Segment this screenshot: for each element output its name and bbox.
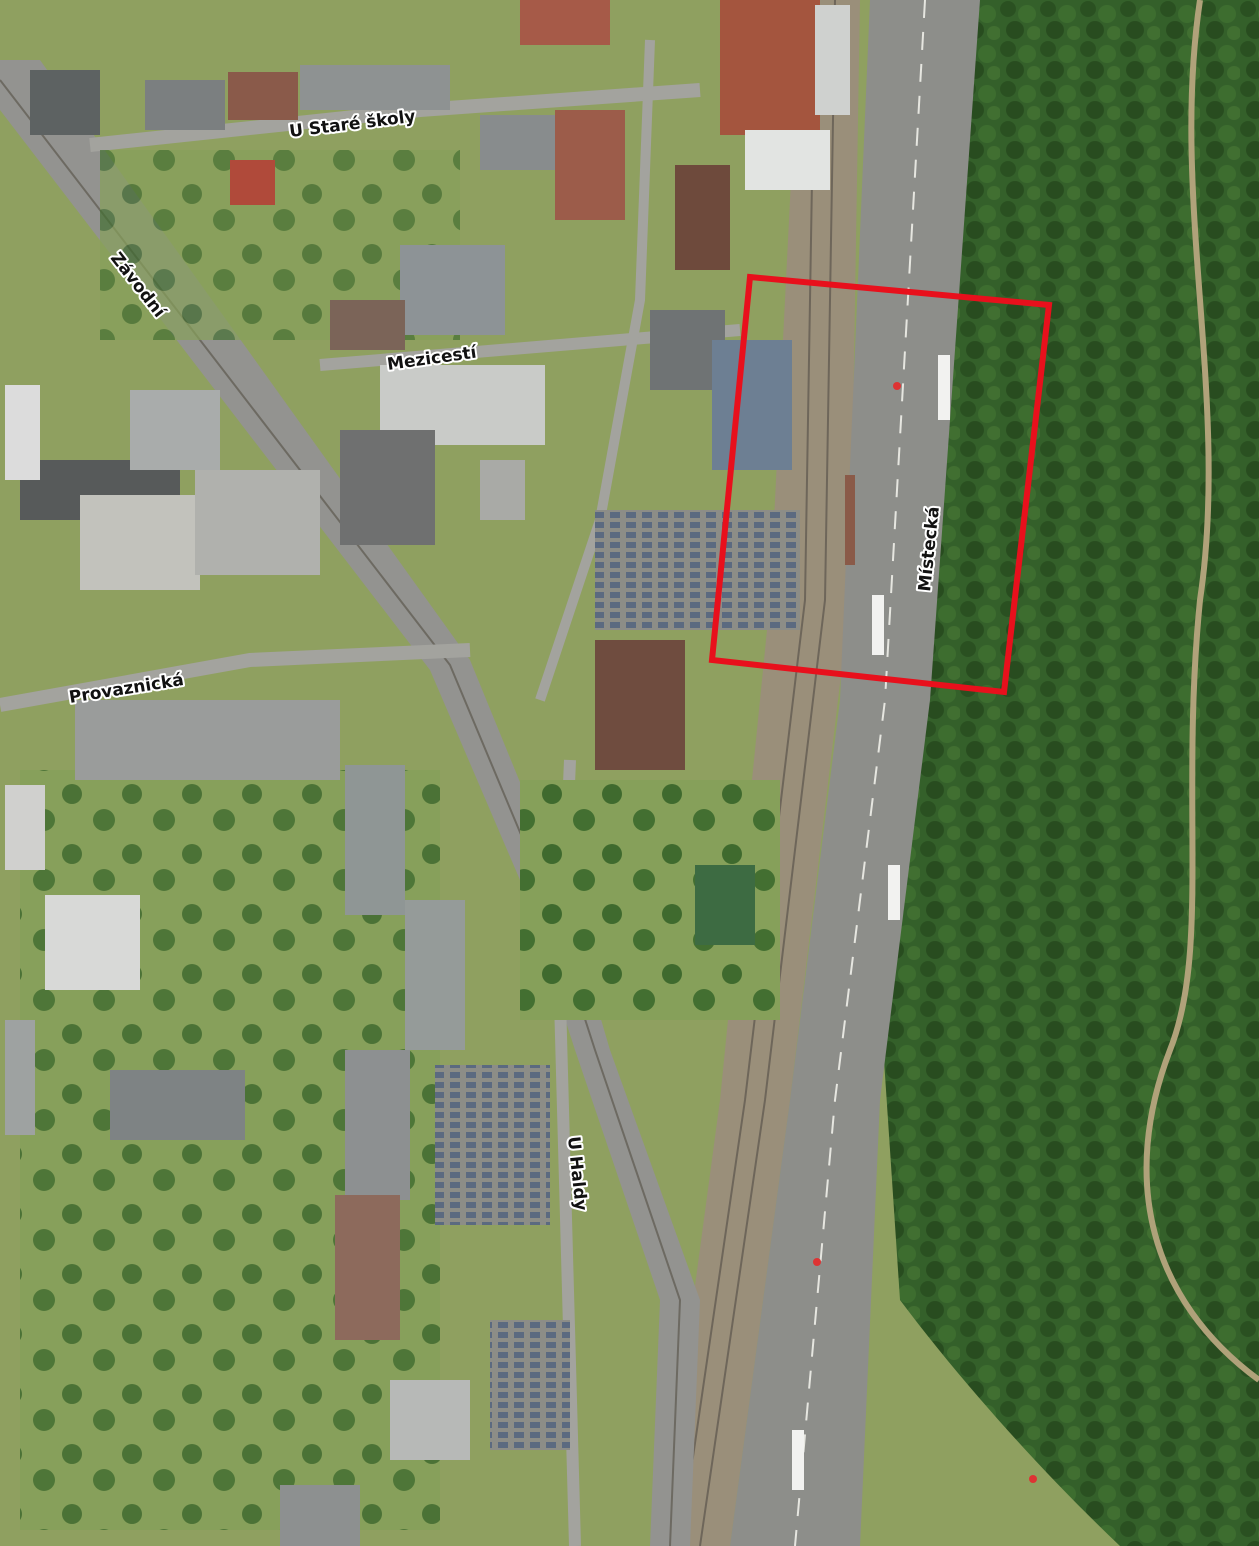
parking-lot-main — [595, 510, 800, 630]
parking-lot-far-south — [490, 1320, 570, 1450]
parking-lot-south — [435, 1065, 550, 1225]
road-centerline — [794, 0, 926, 1546]
provaznicka-road — [0, 643, 471, 712]
forest-east — [880, 0, 1259, 1546]
forest-path — [1143, 0, 1259, 1383]
mistecka-road — [730, 0, 980, 1546]
service-road — [535, 39, 655, 702]
vehicles — [792, 355, 1037, 1490]
railway — [660, 0, 860, 1546]
buildings — [5, 0, 850, 1546]
highlight-area-outline — [708, 273, 1053, 696]
